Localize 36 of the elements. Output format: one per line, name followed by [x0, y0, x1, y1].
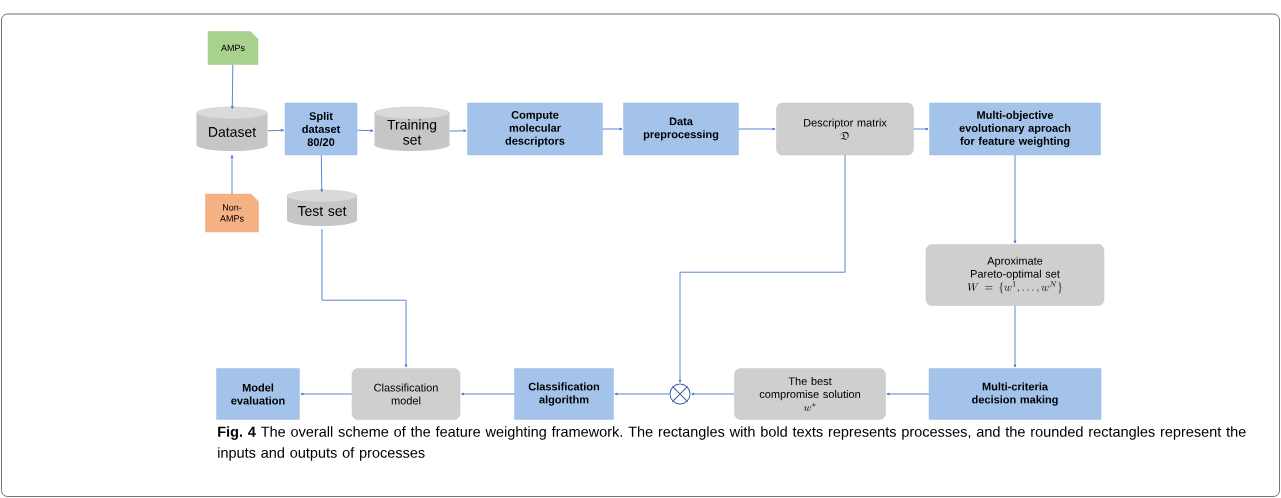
arrow: [691, 392, 735, 396]
database-cylinder: Test set: [286, 189, 358, 226]
data-box: Descriptor matrix $\mathfrak{D}$: [776, 102, 914, 156]
arrow: [230, 64, 234, 109]
arrow: [1013, 154, 1017, 244]
arrow: [913, 127, 929, 131]
arrow: [449, 129, 467, 133]
process-box: Multi-objective evolutionary aproach for feature weighting: [929, 102, 1101, 156]
multiply-circle: [669, 383, 691, 405]
arrow: [230, 155, 234, 195]
database-cylinder: Dataset: [196, 106, 268, 151]
process-box: Compute molecular descriptors: [467, 102, 603, 156]
arrow: [300, 392, 353, 396]
database-cylinder: Training set: [374, 106, 450, 151]
process-box: Data preprocessing: [623, 102, 739, 156]
arrow: [738, 127, 776, 131]
process-box: Classification algorithm: [514, 368, 614, 420]
arrow: [1013, 305, 1017, 368]
data-box: The best compromise solution $w^*$: [734, 368, 886, 420]
arrow: [320, 154, 324, 192]
arrow: [356, 129, 374, 132]
document-box: AMPs: [207, 31, 259, 65]
arrow: [602, 127, 623, 131]
arrow: [886, 392, 930, 396]
document-box: Non-AMPs: [205, 193, 259, 233]
arrow: [678, 154, 846, 383]
process-box: Split dataset 80/20: [284, 102, 358, 156]
process-box: Model evaluation: [216, 368, 300, 420]
arrow: [461, 392, 515, 396]
arrow: [614, 392, 670, 396]
data-box: Classification model: [351, 368, 461, 420]
arrow: [321, 228, 408, 368]
caption: Fig. 4 The overall scheme of the feature weighting framework. The rectangles with bold texts represents processes, and the rounded rectangles represent the inputs and outputs of processes: [218, 426, 1246, 461]
data-box: Aproximate Pareto-optimal set $W = \{w^1, \dots, w^N\}$: [925, 244, 1105, 306]
process-box: Multi-criteria decision making: [928, 368, 1102, 420]
arrow: [267, 129, 285, 132]
